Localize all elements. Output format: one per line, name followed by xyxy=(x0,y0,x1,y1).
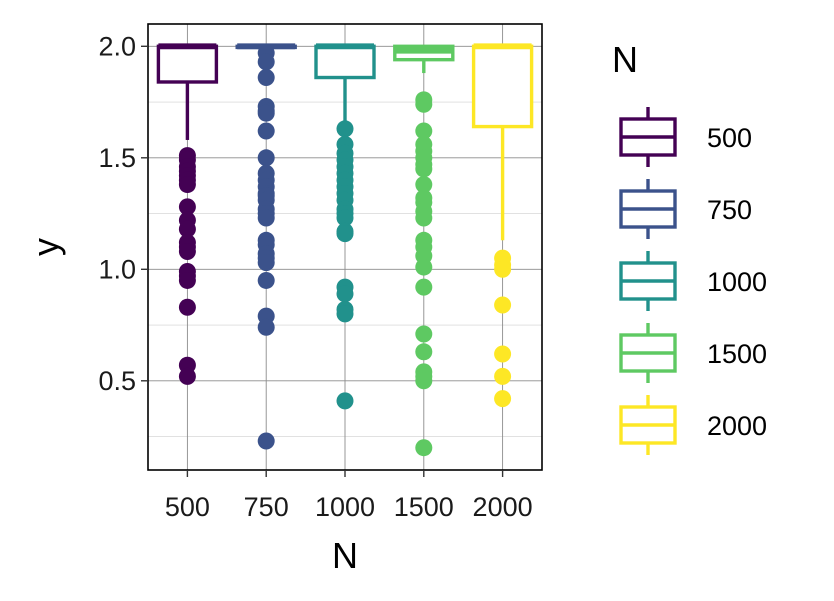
legend-label: 2000 xyxy=(707,411,767,441)
outlier-point xyxy=(257,53,275,71)
outlier-point xyxy=(178,198,196,216)
boxplot-750 xyxy=(235,43,297,450)
outlier-point xyxy=(415,343,433,361)
box-iqr xyxy=(156,44,219,84)
outlier-point xyxy=(257,432,275,450)
outlier-point xyxy=(494,390,512,408)
outlier-point xyxy=(415,278,433,296)
x-axis-title: N xyxy=(332,535,358,576)
boxplot-2000 xyxy=(471,43,534,408)
x-tick-label: 750 xyxy=(244,492,289,522)
outlier-point xyxy=(415,209,433,227)
outlier-point xyxy=(415,439,433,457)
outlier-point xyxy=(494,345,512,363)
y-tick-label: 1.5 xyxy=(98,143,136,173)
x-tick-label: 2000 xyxy=(473,492,533,522)
y-tick-label: 0.5 xyxy=(98,366,136,396)
legend-label: 750 xyxy=(707,195,752,225)
boxplots xyxy=(156,43,534,457)
x-tick-label: 500 xyxy=(165,492,210,522)
outlier-point xyxy=(178,220,196,238)
outlier-point xyxy=(415,258,433,276)
x-axis: 500 750 1000 1500 2000 xyxy=(165,470,533,522)
outlier-point xyxy=(336,392,354,410)
x-tick-label: 1500 xyxy=(394,492,454,522)
outlier-point xyxy=(257,69,275,87)
box-iqr xyxy=(471,44,534,129)
outlier-point xyxy=(178,367,196,385)
boxplot-1000 xyxy=(314,43,376,410)
legend-item-1500: 1500 xyxy=(619,323,767,383)
outlier-point xyxy=(178,271,196,289)
outlier-point xyxy=(257,318,275,336)
legend-item-500: 500 xyxy=(619,107,752,167)
outlier-point xyxy=(415,372,433,390)
outlier-point xyxy=(415,122,433,140)
outlier-point xyxy=(257,149,275,167)
outlier-point xyxy=(257,104,275,122)
outlier-point xyxy=(336,225,354,243)
y-axis: 0.5 1.0 1.5 2.0 xyxy=(98,31,148,396)
outlier-point xyxy=(257,254,275,272)
outlier-point xyxy=(494,260,512,278)
outlier-point xyxy=(415,325,433,343)
legend-title: N xyxy=(612,39,638,80)
outlier-point xyxy=(415,176,433,194)
outlier-point xyxy=(494,367,512,385)
legend-item-2000: 2000 xyxy=(619,395,767,455)
legend-item-1000: 1000 xyxy=(619,251,767,311)
legend-label: 1500 xyxy=(707,339,767,369)
legend: N 500 750 1000 1500 2000 xyxy=(612,39,767,455)
outlier-point xyxy=(336,209,354,227)
outlier-point xyxy=(415,95,433,113)
outlier-point xyxy=(336,305,354,323)
outlier-point xyxy=(257,209,275,227)
box-iqr xyxy=(314,44,376,80)
outlier-point xyxy=(336,120,354,138)
y-tick-label: 1.0 xyxy=(98,254,136,284)
outlier-point xyxy=(257,122,275,140)
outlier-point xyxy=(415,160,433,178)
outlier-point xyxy=(494,296,512,314)
y-axis-title: y xyxy=(25,238,66,256)
legend-label: 1000 xyxy=(707,267,767,297)
outlier-point xyxy=(178,242,196,260)
legend-item-750: 750 xyxy=(619,179,752,239)
boxplot-500 xyxy=(156,43,219,385)
x-tick-label: 1000 xyxy=(315,492,375,522)
outlier-point xyxy=(178,176,196,194)
legend-label: 500 xyxy=(707,123,752,153)
outlier-point xyxy=(336,285,354,303)
outlier-point xyxy=(257,271,275,289)
y-tick-label: 2.0 xyxy=(98,31,136,61)
boxplot-1500 xyxy=(393,44,455,457)
outlier-point xyxy=(178,298,196,316)
